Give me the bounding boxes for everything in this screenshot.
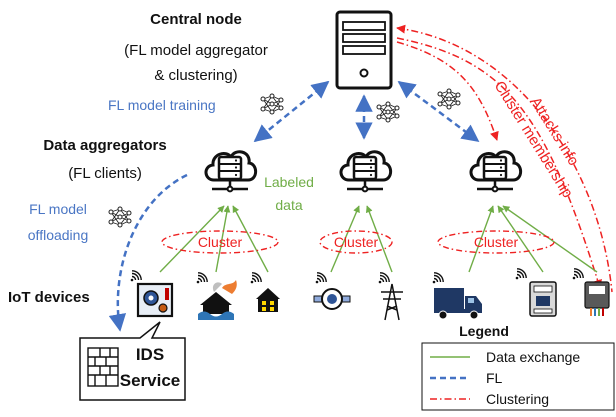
neural-network-icon bbox=[108, 206, 132, 228]
wifi-icon bbox=[572, 268, 584, 280]
legend-item-label: FL bbox=[486, 370, 503, 386]
legend-item-label: Clustering bbox=[486, 391, 549, 407]
central-node-desc-1: (FL model aggregator bbox=[124, 42, 268, 59]
central-server-icon bbox=[335, 10, 393, 90]
wifi-icon bbox=[196, 272, 208, 284]
ids-service-label-1: IDS bbox=[136, 345, 164, 364]
aggregators-subtitle: (FL clients) bbox=[68, 165, 142, 182]
wifi-icon bbox=[130, 270, 142, 282]
brick-wall-icon bbox=[87, 347, 119, 387]
aggregator-cloud-server-icon bbox=[339, 150, 393, 193]
legend-item-label: Data exchange bbox=[486, 349, 580, 365]
fl-links bbox=[108, 80, 480, 332]
wifi-icon bbox=[378, 272, 390, 284]
wifi-icon bbox=[315, 272, 327, 284]
cluster-label: Cluster bbox=[334, 234, 379, 250]
ids-service-box bbox=[79, 321, 186, 401]
legend-title: Legend bbox=[459, 323, 509, 339]
iot-devices-label: IoT devices bbox=[8, 289, 90, 306]
truck-icon bbox=[434, 288, 482, 320]
fl-offloading-label-1: FL model bbox=[29, 201, 87, 217]
labeled-data-label-1: Labeled bbox=[264, 174, 314, 190]
clustering-links bbox=[396, 24, 613, 293]
industrial-gear-icon bbox=[136, 282, 174, 318]
legend: Data exchange FL Clustering bbox=[421, 342, 615, 411]
data-exchange-links bbox=[159, 205, 598, 273]
aggregator-cloud-server-icon bbox=[204, 150, 258, 193]
cluster-ellipses bbox=[161, 230, 555, 254]
power-tower-icon bbox=[381, 283, 403, 321]
fl-offloading-label-2: offloading bbox=[28, 227, 88, 243]
wifi-icon bbox=[250, 272, 262, 284]
sensor-device-icon bbox=[584, 281, 610, 316]
aggregator-cloud-server-icon bbox=[469, 150, 523, 193]
cluster-label: Cluster bbox=[198, 234, 243, 250]
wifi-icon bbox=[515, 268, 527, 280]
neural-network-icon bbox=[437, 88, 461, 110]
central-node-title: Central node bbox=[150, 11, 242, 28]
ids-service-label-2: Service bbox=[120, 371, 181, 390]
labeled-data-label-2: data bbox=[275, 197, 302, 213]
water-meter-icon bbox=[313, 288, 351, 310]
wifi-icon bbox=[432, 272, 444, 284]
neural-network-icon bbox=[376, 101, 400, 123]
cluster-label: Cluster bbox=[474, 234, 519, 250]
fl-training-label: FL model training bbox=[108, 97, 216, 113]
neural-network-icon bbox=[260, 93, 284, 115]
electric-meter-icon bbox=[529, 281, 557, 317]
flooded-house-icon bbox=[198, 280, 237, 320]
aggregators-title: Data aggregators bbox=[43, 137, 166, 154]
smart-home-icon bbox=[256, 288, 280, 312]
central-node-desc-2: & clustering) bbox=[154, 67, 237, 84]
